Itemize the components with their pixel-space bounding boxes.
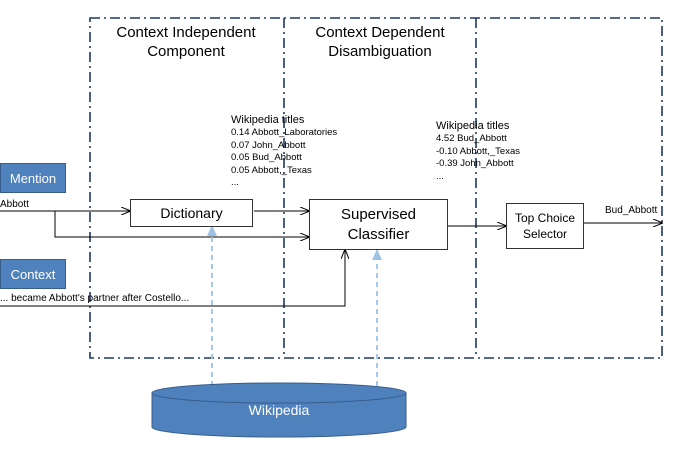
context-box: Context [0,259,66,289]
list-item: ... [231,177,239,188]
list-item: 0.05 Bud_Abbott [231,152,302,163]
section-frames [89,17,663,359]
dictionary-box: Dictionary [130,199,253,227]
classifier-header: Wikipedia titles [436,120,510,132]
list-item: 0.05 Abbott,_Texas [231,164,312,176]
mention-text: Abbott [0,199,29,210]
list-item: -0.10 Abbott,_Texas [436,145,520,157]
classifier-box: Supervised Classifier [309,199,448,250]
wikipedia-cylinder [151,382,407,438]
list-item: ... [436,170,444,182]
list-item: 4.52 Bud_Abbott [436,133,507,144]
selector-box: Top Choice Selector [506,203,584,249]
mention-box: Mention [0,163,66,193]
dictionary-header: Wikipedia titles [231,114,305,126]
list-item: 0.07 John_Abbott [231,139,306,151]
dictionary-candidates: Wikipedia titles 0.14 Abbott_Laboratorie… [231,113,337,190]
list-item: 0.14 Abbott_Laboratories [231,127,338,138]
wikipedia-label: Wikipedia [248,402,310,418]
outer-frame [89,17,663,359]
section-title-independent: Context Independent Component [116,24,256,60]
context-text: ... became Abbott's partner after Costel… [0,293,190,304]
classifier-candidates: Wikipedia titles 4.52 Bud_Abbott -0.10 A… [436,119,520,183]
list-item: -0.39 John_Abbott [436,158,514,169]
section-title-dependent: Context Dependent Disambiguation [315,24,445,60]
mention-arrows [0,211,309,237]
output-text: Bud_Abbott [605,205,658,216]
arrow-context-classifier [0,250,345,307]
wikipedia-arrows [207,225,382,386]
